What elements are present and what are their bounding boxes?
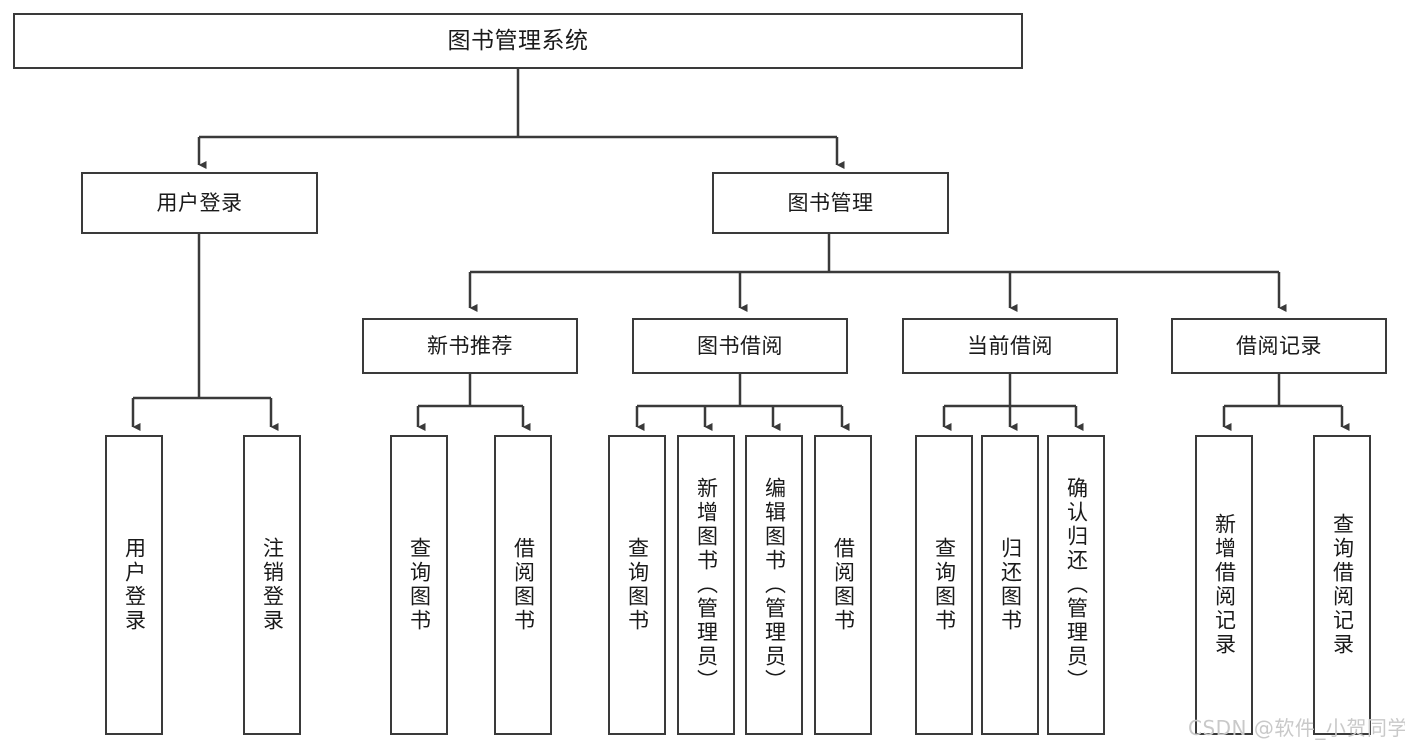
node-label: 确认归还（管理员） <box>1064 477 1089 693</box>
node-user-login[interactable]: 用户登录 <box>81 172 318 234</box>
leaf-new-book-borrow-book[interactable]: 借阅图书 <box>494 435 552 735</box>
node-label: 新增图书（管理员） <box>694 477 719 693</box>
node-label: 用户登录 <box>156 190 243 215</box>
node-label: 图书管理系统 <box>447 27 589 54</box>
leaf-current-borrow-return-book[interactable]: 归还图书 <box>981 435 1039 735</box>
node-label: 编辑图书（管理员） <box>762 477 787 693</box>
leaf-book-borrow-add-book-admin[interactable]: 新增图书（管理员） <box>677 435 735 735</box>
node-label: 查询借阅记录 <box>1330 513 1355 657</box>
node-label: 图书管理 <box>787 190 874 215</box>
node-label: 注销登录 <box>260 537 285 633</box>
leaf-book-borrow-edit-book-admin[interactable]: 编辑图书（管理员） <box>745 435 803 735</box>
leaf-new-book-query-book[interactable]: 查询图书 <box>390 435 448 735</box>
node-label: 查询图书 <box>407 537 432 633</box>
node-label: 当前借阅 <box>967 333 1053 358</box>
node-current-borrow[interactable]: 当前借阅 <box>902 318 1118 374</box>
node-label: 借阅记录 <box>1236 333 1322 358</box>
leaf-user-login-login[interactable]: 用户登录 <box>105 435 163 735</box>
leaf-user-login-logout[interactable]: 注销登录 <box>243 435 301 735</box>
node-label: 归还图书 <box>998 537 1023 633</box>
node-book-management[interactable]: 图书管理 <box>712 172 949 234</box>
node-label: 新书推荐 <box>427 333 513 358</box>
node-book-borrow[interactable]: 图书借阅 <box>632 318 848 374</box>
node-label: 用户登录 <box>122 537 147 633</box>
leaf-book-borrow-query-book[interactable]: 查询图书 <box>608 435 666 735</box>
node-label: 借阅图书 <box>831 537 856 633</box>
leaf-borrow-record-add-record[interactable]: 新增借阅记录 <box>1195 435 1253 735</box>
node-root-book-management-system[interactable]: 图书管理系统 <box>13 13 1023 69</box>
leaf-book-borrow-borrow-book[interactable]: 借阅图书 <box>814 435 872 735</box>
node-new-book-recommend[interactable]: 新书推荐 <box>362 318 578 374</box>
node-label: 查询图书 <box>625 537 650 633</box>
node-label: 借阅图书 <box>511 537 536 633</box>
leaf-current-borrow-query-book[interactable]: 查询图书 <box>915 435 973 735</box>
node-label: 图书借阅 <box>697 333 783 358</box>
leaf-current-borrow-confirm-return-admin[interactable]: 确认归还（管理员） <box>1047 435 1105 735</box>
leaf-borrow-record-query-record[interactable]: 查询借阅记录 <box>1313 435 1371 735</box>
node-label: 查询图书 <box>932 537 957 633</box>
node-label: 新增借阅记录 <box>1212 513 1237 657</box>
csdn-watermark: CSDN @软件_小贺同学 <box>1188 716 1405 740</box>
node-borrow-record[interactable]: 借阅记录 <box>1171 318 1387 374</box>
